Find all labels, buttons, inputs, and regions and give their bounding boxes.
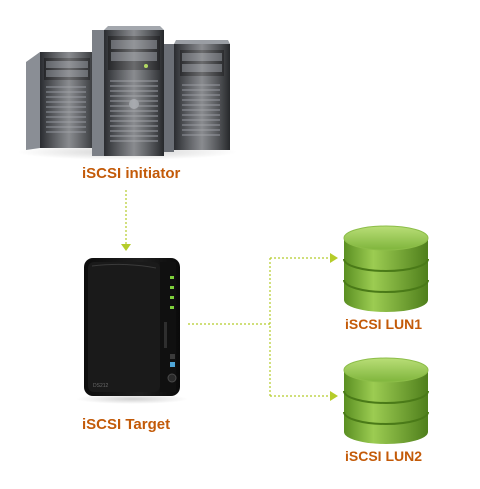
connector-lines: [125, 190, 330, 397]
server-group: [17, 26, 237, 160]
server-tower-icon: [154, 40, 230, 152]
nas-device-icon: DS212: [76, 258, 188, 404]
arrow-down-icon: [121, 244, 131, 251]
arrow-right-icon: [330, 253, 338, 263]
database-disk-icon: [343, 357, 429, 444]
initiator-label: iSCSI initiator: [82, 165, 181, 182]
server-tower-icon: [92, 26, 164, 156]
lun2-label: iSCSI LUN2: [345, 448, 423, 464]
target-label: iSCSI Target: [82, 416, 171, 433]
nas-brand-label: DS212: [93, 383, 109, 389]
server-tower-icon: [26, 52, 98, 150]
arrow-right-icon: [330, 391, 338, 401]
connector-arrowheads: [121, 244, 338, 401]
lun1-label: iSCSI LUN1: [345, 316, 423, 332]
database-disk-icon: [343, 225, 429, 312]
